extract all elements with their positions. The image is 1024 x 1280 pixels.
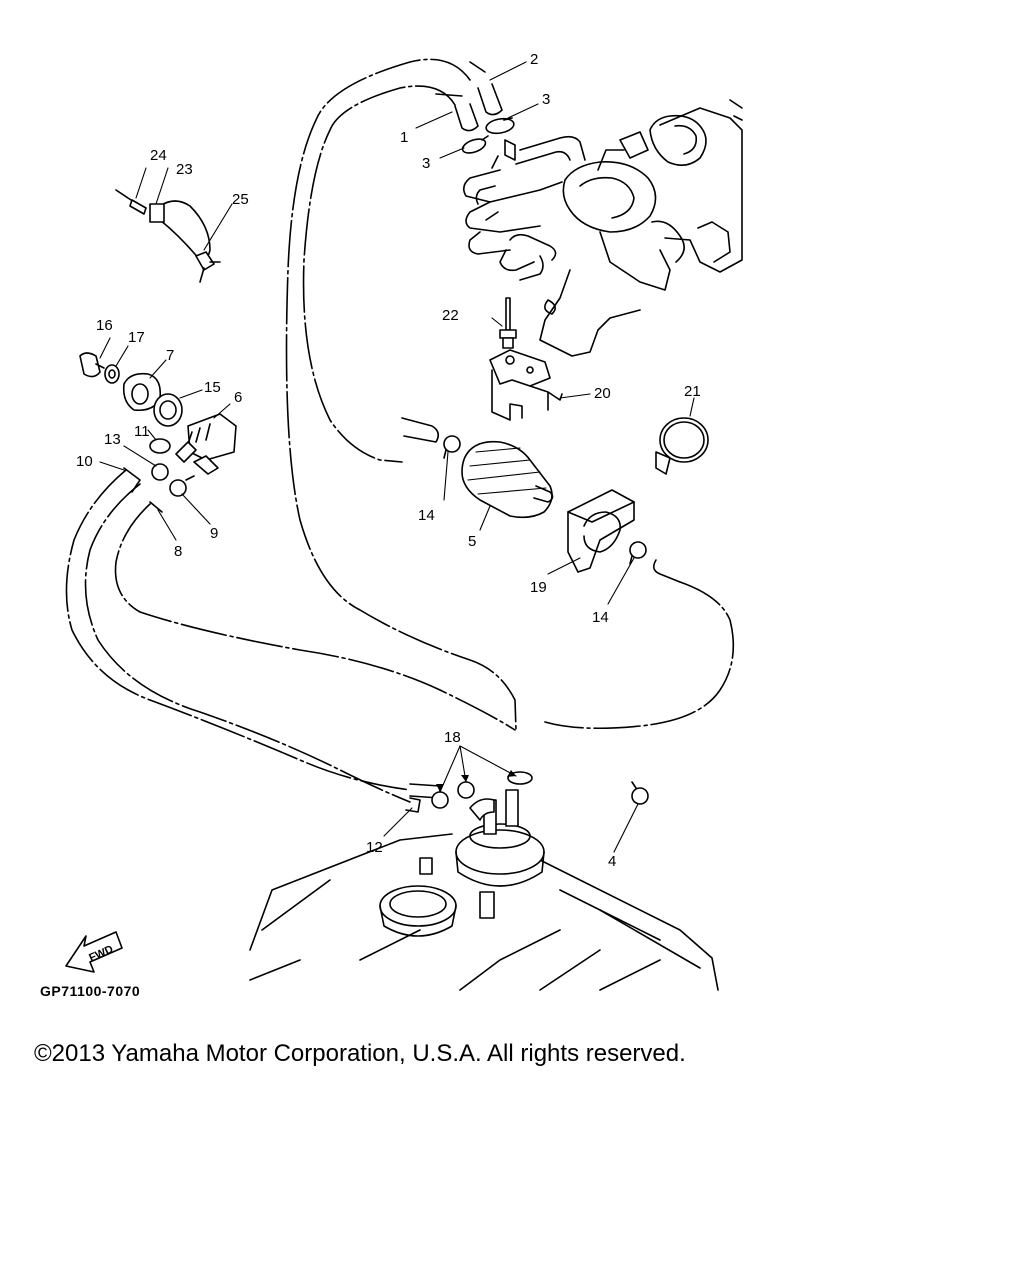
callout-19: 19: [530, 579, 547, 596]
callout-15: 15: [204, 379, 221, 396]
callout-5: 5: [468, 533, 476, 550]
callout-4: 4: [608, 853, 616, 870]
arrowheads: [436, 770, 516, 792]
callout-25: 25: [232, 191, 249, 208]
hoses-8-10-12: [65, 467, 516, 813]
leader-lines: [99, 61, 695, 853]
filler-neck: [379, 885, 457, 937]
callout-9: 9: [210, 525, 218, 542]
band-25: [159, 200, 221, 283]
fuel-pump: [419, 789, 545, 919]
clamp-4: [631, 781, 649, 805]
callout-12: 12: [366, 839, 383, 856]
callout-8: 8: [174, 543, 182, 560]
fuel-filter-5: [461, 440, 554, 519]
carburetor-assembly: [462, 99, 743, 357]
clamp-3-upper: [485, 117, 515, 135]
valve-6: [175, 413, 237, 475]
bracket-20: [489, 349, 563, 421]
clamp-21: [655, 417, 709, 475]
callout-17: 17: [128, 329, 145, 346]
clip-9: [169, 475, 195, 497]
callout-16: 16: [96, 317, 113, 334]
clip-11: [149, 438, 171, 454]
callout-18: 18: [444, 729, 461, 746]
callout-20: 20: [594, 385, 611, 402]
callout-21: 21: [684, 383, 701, 400]
callout-10: 10: [76, 453, 93, 470]
callout-11: 11: [134, 423, 150, 440]
clamp-14-upper: [443, 435, 461, 459]
forward-arrow-icon: FWD: [65, 931, 123, 973]
callout-23: 23: [176, 161, 193, 178]
callout-14-upper: 14: [418, 507, 435, 524]
callout-14-lower: 14: [592, 609, 609, 626]
bolt-16: [79, 352, 105, 378]
copyright-notice: ©2013 Yamaha Motor Corporation, U.S.A. A…: [34, 1040, 686, 1067]
clip-23: [149, 203, 165, 223]
clamp-14-lower: [629, 541, 647, 565]
callout-3-upper: 3: [542, 91, 550, 108]
hose-1-and-2: [285, 58, 517, 731]
callout-labels: 1 2 3 3 4 5 6 7 8 9 10 11 12 13 14 14 15…: [76, 51, 701, 870]
callout-24: 24: [150, 147, 167, 164]
nut-15: [153, 393, 183, 427]
callout-7: 7: [166, 347, 174, 364]
bolt-22: [499, 297, 517, 349]
callout-6: 6: [234, 389, 242, 406]
callout-22: 22: [442, 307, 459, 324]
diagram-code: GP71100-7070: [40, 983, 140, 999]
washer-17: [104, 364, 120, 384]
clip-13: [151, 463, 169, 481]
callout-13: 13: [104, 431, 121, 448]
callout-1: 1: [400, 129, 408, 146]
bolt-24: [115, 189, 147, 215]
clamp-3-lower: [461, 135, 489, 154]
callout-2: 2: [530, 51, 538, 68]
callout-3-lower: 3: [422, 155, 430, 172]
holder-19: [567, 489, 635, 573]
